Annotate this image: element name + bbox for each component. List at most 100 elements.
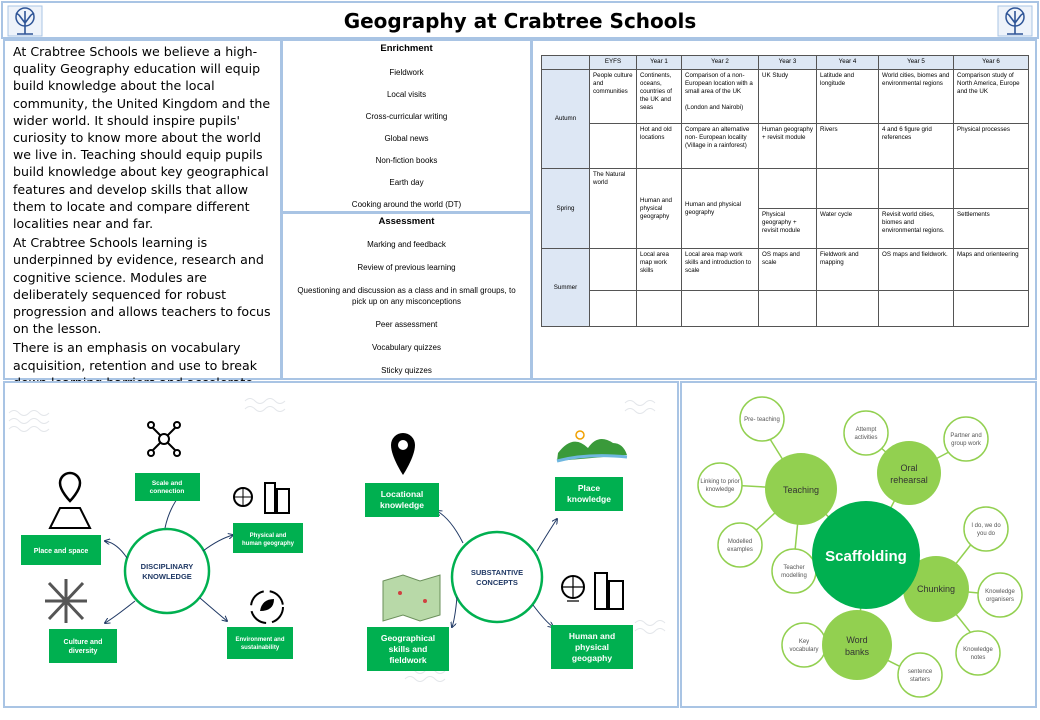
modelled-label-1: Modelled (728, 539, 752, 545)
environment-label-2: sustainability (241, 645, 280, 651)
human-physical-box (551, 625, 633, 669)
table-cell: Physical processes (953, 123, 1029, 169)
key-vocab-label-2: vocabulary (789, 647, 818, 653)
place-knowledge-box (555, 477, 623, 511)
table-cell: Hot and old locations (636, 123, 682, 169)
human-physical-label-1: Human and (569, 631, 615, 641)
locational-knowledge-box (365, 483, 439, 517)
column-header: Year 4 (816, 55, 879, 70)
table-cell: Physical geography + revisit module (758, 208, 817, 249)
disciplinary-center-circle (123, 527, 211, 615)
physical-human-box (233, 523, 303, 553)
ido-label-1: I do, we do (971, 523, 1001, 529)
table-cell: Comparison study of North America, Europ… (953, 69, 1029, 124)
table-cell: Local area map work skills and introduct… (681, 248, 759, 291)
assessment-panel: Assessment Marking and feedback Review o… (281, 212, 532, 380)
enrichment-list: Fieldwork Local visits Cross-curricular … (283, 62, 530, 216)
notes-node (955, 630, 1001, 676)
substantive-center-circle (450, 530, 544, 624)
environment-box (227, 627, 293, 659)
scaffolding-center-node (812, 501, 920, 609)
table-cell: OS maps and scale (758, 248, 817, 291)
word-banks-label-1: Word (846, 635, 867, 645)
table-cell: Continents, oceans, countries of the UK … (636, 69, 682, 124)
modelled-label-2: examples (727, 547, 753, 553)
sentence-label-2: starters (910, 677, 930, 683)
column-header (541, 55, 590, 70)
enrichment-item: Cooking around the world (DT) (351, 200, 462, 209)
column-header: Year 6 (953, 55, 1029, 70)
assessment-item: Sticky quizzes (381, 366, 432, 375)
chunking-node (903, 556, 969, 622)
location-pin-icon (48, 471, 92, 529)
column-header: Year 5 (878, 55, 954, 70)
enrichment-item: Earth day (389, 178, 424, 187)
physical-human-label-1: Physical and (250, 533, 287, 539)
key-vocab-label-1: Key (799, 639, 809, 645)
table-cell (953, 168, 1029, 209)
table-cell: World cities, biomes and environmental r… (878, 69, 954, 124)
linking-label-2: knowledge (706, 487, 735, 493)
ido-label-2: you do (977, 531, 996, 537)
network-icon (147, 421, 181, 457)
intro-panel: At Crabtree Schools we believe a high-qu… (3, 39, 282, 424)
table-cell: People culture and communities (589, 69, 637, 124)
table-cell (589, 290, 637, 327)
modelled-node (717, 522, 763, 568)
human-physical-label-2: physical (575, 642, 609, 652)
table-cell: Latitude and longitude (816, 69, 879, 124)
table-cell (589, 248, 637, 291)
enrichment-item: Local visits (386, 90, 427, 99)
culture-diversity-label-1: Culture and (64, 639, 103, 646)
table-cell: Human geography + revisit module (758, 123, 817, 169)
attempt-label-2: activities (854, 435, 877, 441)
table-cell (681, 290, 759, 327)
table-cell (816, 290, 879, 327)
oral-rehearsal-node (877, 441, 941, 505)
disciplinary-center-line1: DISCIPLINARY (141, 562, 194, 571)
column-header: Year 1 (636, 55, 682, 70)
column-header: EYFS (589, 55, 637, 70)
assessment-item: Peer assessment (375, 320, 438, 329)
chunking-label: Chunking (917, 584, 955, 594)
table-cell: The Natural world (589, 168, 637, 249)
page-title: Geography at Crabtree Schools (343, 9, 697, 33)
term-label: Spring (541, 168, 590, 249)
oral-label-2: rehearsal (890, 475, 928, 485)
intro-paragraph-1: At Crabtree Schools we believe a high-qu… (13, 44, 271, 232)
substantive-center-line2: CONCEPTS (476, 578, 518, 587)
table-cell: Human and physical geography (681, 168, 759, 249)
table-row: Summer Local area map work skills Local … (541, 248, 1029, 327)
skills-label-2: skills and (389, 644, 428, 654)
partner-label-2: group work (951, 441, 982, 447)
scale-connection-label-1: Scale and (152, 480, 182, 487)
teacher-modelling-node (771, 548, 817, 594)
attempt-node (843, 410, 889, 456)
environment-label-1: Environment and (235, 637, 284, 643)
notes-label-2: notes (971, 655, 986, 661)
linking-node (697, 462, 743, 508)
curriculum-table: EYFS Year 1 Year 2 Year 3 Year 4 Year 5 … (541, 55, 1029, 327)
globe-buildings-icon (233, 482, 290, 514)
enrichment-item: Cross-curricular writing (365, 112, 448, 121)
table-cell (758, 168, 817, 209)
partner-node (943, 416, 989, 462)
place-label-2: knowledge (567, 494, 611, 504)
table-cell: Settlements (953, 208, 1029, 249)
locational-label-1: Locational (381, 489, 424, 499)
skills-label-1: Geographical (381, 633, 435, 643)
map-pin-icon (391, 433, 415, 475)
scale-connection-label-2: connection (150, 488, 185, 495)
column-header: Year 3 (758, 55, 817, 70)
teacher-modelling-label-1: Teacher (783, 565, 804, 571)
place-space-box (21, 535, 101, 565)
scaffolding-mindmap-panel: Scaffolding Teaching Oral rehearsal Chun… (680, 381, 1037, 708)
enrichment-title: Enrichment (380, 43, 433, 54)
table-cell: Compare an alternative non- European loc… (681, 123, 759, 169)
sentence-label-1: sentence (908, 669, 933, 675)
table-cell (758, 290, 817, 327)
table-cell (878, 290, 954, 327)
table-cell: UK Study (758, 69, 817, 124)
partner-label-1: Partner and (950, 433, 981, 439)
table-header-row: EYFS Year 1 Year 2 Year 3 Year 4 Year 5 … (541, 55, 1029, 70)
